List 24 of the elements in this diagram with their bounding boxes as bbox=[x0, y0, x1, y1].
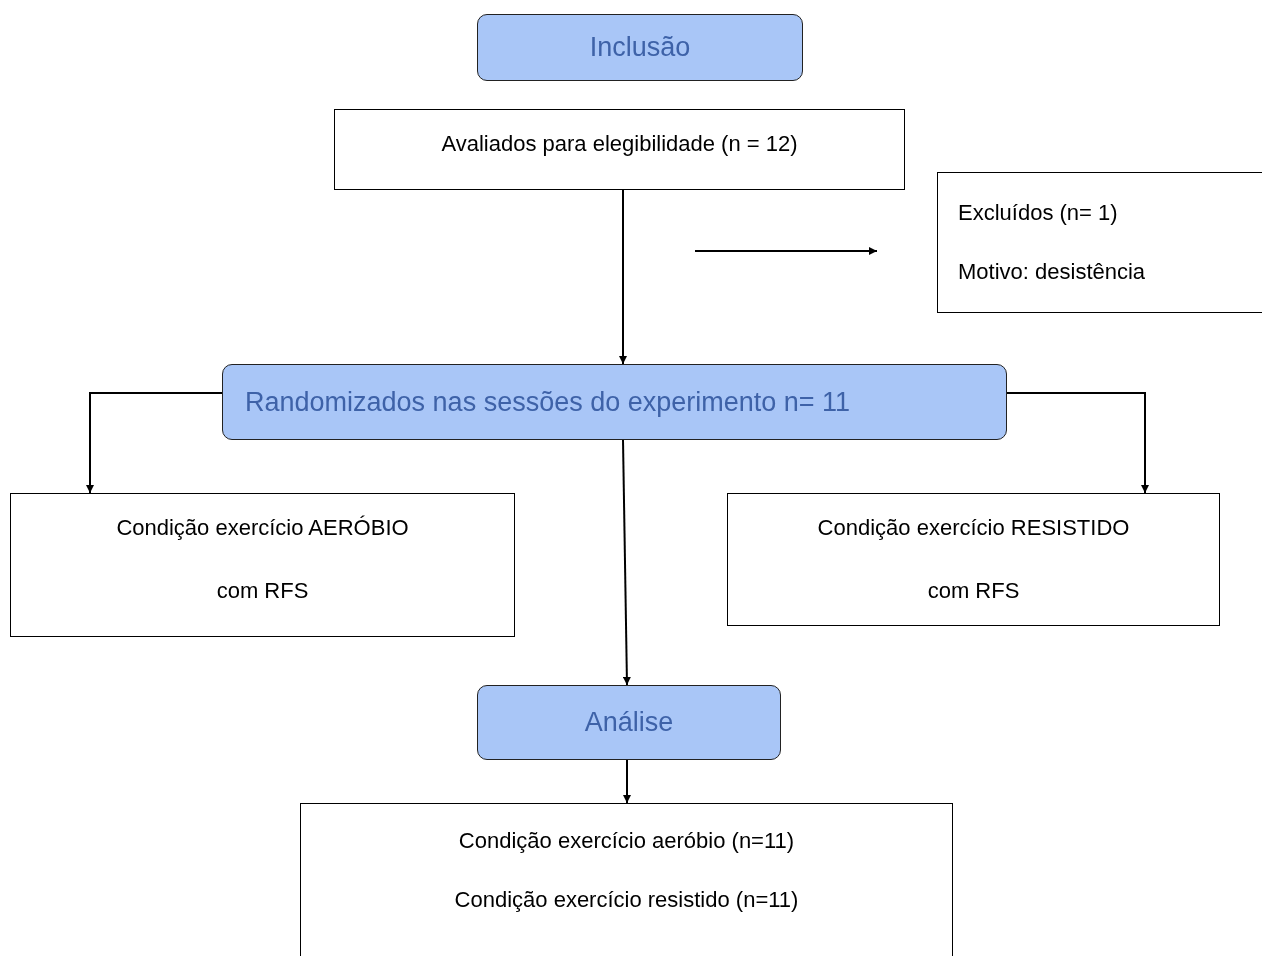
arrow bbox=[1006, 392, 1149, 494]
node-text: Randomizados nas sessões do experimento n= 11 bbox=[245, 385, 851, 419]
arrow bbox=[694, 247, 878, 255]
phase-box bbox=[222, 364, 1007, 440]
arrow bbox=[86, 392, 223, 494]
node-text: Condição exercício AERÓBIO com RFS bbox=[115, 514, 410, 605]
arrow bbox=[619, 189, 627, 365]
node-text: Inclusão bbox=[589, 31, 691, 64]
node-text: Condição exercício resistido (n=11) bbox=[454, 886, 799, 913]
process-box bbox=[937, 172, 1262, 313]
process-box bbox=[300, 803, 953, 956]
node-text: Motivo: desistência bbox=[958, 258, 1146, 285]
phase-box bbox=[477, 685, 781, 760]
arrow bbox=[622, 439, 631, 686]
arrow bbox=[623, 759, 631, 804]
process-box bbox=[727, 493, 1220, 626]
node-text: Análise bbox=[584, 706, 674, 739]
node-text: Condição exercício aeróbio (n=11) bbox=[458, 828, 795, 855]
process-box bbox=[334, 109, 905, 190]
process-box bbox=[10, 493, 515, 637]
phase-box bbox=[477, 14, 803, 81]
node-text: Condição exercício RESISTIDO com RFS bbox=[816, 513, 1131, 605]
node-text: Excluídos (n= 1) bbox=[958, 200, 1118, 227]
node-text: Avaliados para elegibilidade (n = 12) bbox=[441, 131, 798, 158]
